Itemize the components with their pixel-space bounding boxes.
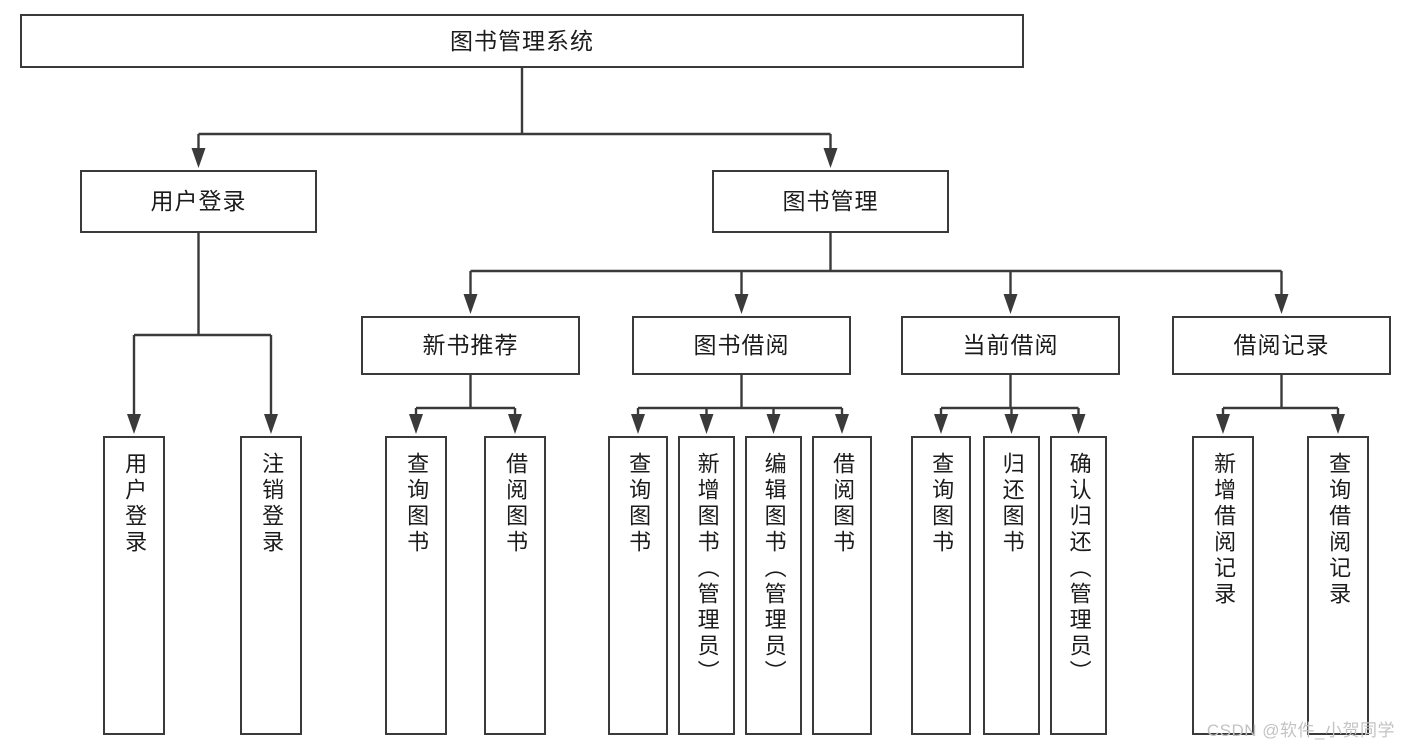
node-leaf-rec-borrow-book[interactable]: 借阅图书 <box>484 436 546 735</box>
node-label-new-book-rec: 新书推荐 <box>422 332 519 359</box>
node-leaf-brw-borrow-book[interactable]: 借阅图书 <box>812 436 872 735</box>
arrow-icon-leaf-cur-query-book <box>934 414 948 434</box>
node-user-login[interactable]: 用户登录 <box>80 170 317 233</box>
node-label-leaf-rec-query-book: 查询图书 <box>404 452 430 556</box>
node-new-book-rec[interactable]: 新书推荐 <box>361 316 580 375</box>
node-label-leaf-cur-query-book: 查询图书 <box>929 452 955 556</box>
node-leaf-user-logout[interactable]: 注销登录 <box>240 436 302 735</box>
arrow-icon-leaf-rec-add-record <box>1216 414 1230 434</box>
node-label-leaf-brw-add-book: 新增图书（管理员） <box>694 452 720 686</box>
node-current-borrow[interactable]: 当前借阅 <box>901 316 1120 375</box>
node-label-leaf-user-login: 用户登录 <box>122 452 148 556</box>
node-leaf-cur-return-book[interactable]: 归还图书 <box>983 436 1040 735</box>
node-leaf-user-login[interactable]: 用户登录 <box>103 436 165 735</box>
node-label-leaf-cur-confirm-return: 确认归还（管理员） <box>1066 452 1092 686</box>
node-leaf-rec-query-record[interactable]: 查询借阅记录 <box>1307 436 1369 735</box>
node-leaf-rec-query-book[interactable]: 查询图书 <box>385 436 447 735</box>
arrow-icon-leaf-cur-confirm-return <box>1071 414 1086 434</box>
node-label-user-login: 用户登录 <box>150 188 247 215</box>
node-borrow-record[interactable]: 借阅记录 <box>1172 316 1391 375</box>
arrow-icon-borrow-record <box>1274 294 1289 314</box>
node-label-current-borrow: 当前借阅 <box>962 332 1059 359</box>
node-leaf-brw-edit-book[interactable]: 编辑图书（管理员） <box>745 436 802 735</box>
node-label-leaf-brw-borrow-book: 借阅图书 <box>830 452 856 556</box>
watermark: CSDN @软件_小贺同学 <box>1206 721 1395 740</box>
node-label-leaf-user-logout: 注销登录 <box>259 452 285 556</box>
node-label-book-manage: 图书管理 <box>782 188 879 215</box>
arrow-icon-current-borrow <box>1003 294 1018 314</box>
node-book-borrow[interactable]: 图书借阅 <box>632 316 851 375</box>
node-label-leaf-cur-return-book: 归还图书 <box>999 452 1025 556</box>
arrow-icon-leaf-user-logout <box>264 414 278 434</box>
arrow-icon-book-manage <box>823 148 838 168</box>
node-label-root: 图书管理系统 <box>450 27 594 54</box>
node-book-manage[interactable]: 图书管理 <box>712 170 949 233</box>
arrow-icon-leaf-rec-query-record <box>1331 414 1345 434</box>
node-label-borrow-record: 借阅记录 <box>1233 332 1330 359</box>
arrow-icon-leaf-rec-borrow-book <box>508 414 522 434</box>
arrow-icon-leaf-rec-query-book <box>409 414 423 434</box>
arrow-icon-new-book-rec <box>463 294 478 314</box>
node-label-leaf-brw-edit-book: 编辑图书（管理员） <box>761 452 787 686</box>
node-label-leaf-rec-add-record: 新增借阅记录 <box>1211 452 1237 608</box>
node-leaf-cur-confirm-return[interactable]: 确认归还（管理员） <box>1050 436 1107 735</box>
node-label-leaf-rec-borrow-book: 借阅图书 <box>503 452 529 556</box>
arrow-icon-leaf-brw-edit-book <box>766 414 781 434</box>
node-leaf-brw-add-book[interactable]: 新增图书（管理员） <box>678 436 735 735</box>
arrow-icon-book-borrow <box>734 294 749 314</box>
node-label-book-borrow: 图书借阅 <box>693 332 790 359</box>
arrow-icon-user-login <box>191 148 206 168</box>
node-leaf-rec-add-record[interactable]: 新增借阅记录 <box>1192 436 1254 735</box>
arrow-icon-leaf-brw-add-book <box>699 414 714 434</box>
node-leaf-cur-query-book[interactable]: 查询图书 <box>911 436 971 735</box>
arrow-icon-leaf-brw-query-book <box>631 414 645 434</box>
node-root[interactable]: 图书管理系统 <box>20 14 1024 68</box>
arrow-icon-leaf-cur-return-book <box>1004 414 1019 434</box>
node-label-leaf-rec-query-record: 查询借阅记录 <box>1326 452 1352 608</box>
arrow-icon-leaf-user-login <box>127 414 141 434</box>
arrow-icon-leaf-brw-borrow-book <box>835 414 849 434</box>
node-leaf-brw-query-book[interactable]: 查询图书 <box>608 436 668 735</box>
node-label-leaf-brw-query-book: 查询图书 <box>626 452 652 556</box>
